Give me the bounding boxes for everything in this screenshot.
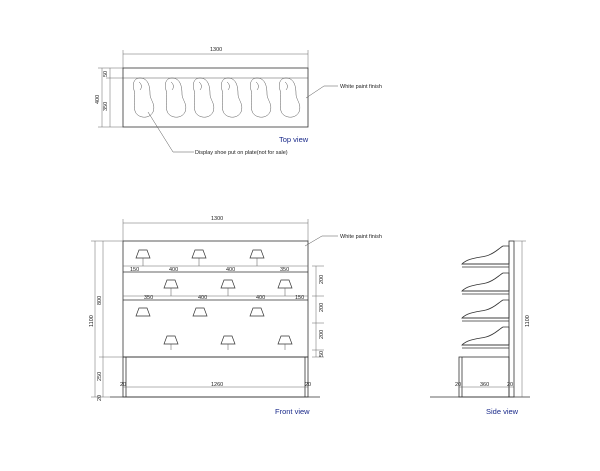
front-finish-leader <box>304 235 323 247</box>
front-base-dims: 20 1260 20 <box>120 382 311 388</box>
shoe-4 <box>221 77 243 118</box>
height-dim-1: 200 <box>319 275 325 284</box>
side-dim-left-label: 20 <box>455 382 461 388</box>
height-dim-4: 50 <box>319 351 325 357</box>
base-side-left-label: 20 <box>120 382 126 388</box>
base-side-right-label: 20 <box>305 382 311 388</box>
top-width-label: 1300 <box>210 47 222 53</box>
total-height-label: 1100 <box>89 315 95 327</box>
top-width-dimension: 1300 <box>122 47 309 68</box>
front-finish-note: White paint finish <box>340 234 382 240</box>
top-view: 1300 400 350 50 <box>95 47 382 156</box>
shoe-3 <box>193 77 215 118</box>
height-dim-3: 200 <box>319 330 325 339</box>
row1-dim-4: 350 <box>280 267 289 273</box>
side-view: 1100 20 360 20 Side view <box>430 240 531 416</box>
base-width-label: 1260 <box>211 382 223 388</box>
row2-dim-3: 400 <box>256 295 265 301</box>
top-shelf-outline <box>122 67 309 128</box>
row1-dim-1: 150 <box>130 267 139 273</box>
top-finish-note: White paint finish <box>340 84 382 90</box>
base-height-label: 250 <box>97 372 103 381</box>
side-base <box>458 356 510 398</box>
side-dim-right-label: 20 <box>507 382 513 388</box>
row2-dim-2: 400 <box>198 295 207 301</box>
floor-height-label: 20 <box>97 395 103 401</box>
side-base-dims: 20 360 20 <box>455 382 514 388</box>
row2-dim-1: 350 <box>144 295 153 301</box>
front-left-height-dims: 1100 800 250 20 <box>89 240 123 401</box>
upper-height-label: 800 <box>97 296 103 305</box>
top-finish-leader <box>305 85 325 99</box>
top-shoes <box>133 77 301 118</box>
front-row2-dims: 350 400 400 150 <box>123 295 308 301</box>
row1-dim-2: 400 <box>169 267 178 273</box>
front-row1-dims: 150 400 400 350 <box>123 265 308 273</box>
front-width-label: 1300 <box>211 216 223 222</box>
shoe-2 <box>165 77 187 118</box>
side-shelves <box>461 245 510 349</box>
height-dim-2: 200 <box>319 303 325 312</box>
shoe-6 <box>279 77 301 118</box>
top-view-title: Top view <box>279 135 309 144</box>
front-width-dimension: 1300 <box>122 216 309 241</box>
top-depth-dimensions: 400 350 50 <box>95 67 123 128</box>
top-shelf-label: 350 <box>103 102 109 111</box>
side-view-title: Side view <box>486 407 519 416</box>
shoe-1 <box>133 77 155 118</box>
front-lamps <box>135 249 293 350</box>
front-base <box>122 356 309 398</box>
side-height-dimension: 1100 <box>514 240 531 397</box>
side-backboard <box>508 240 515 398</box>
front-view: 1300 150 400 <box>89 216 382 416</box>
row1-dim-3: 400 <box>226 267 235 273</box>
top-shoe-note: Display shoe put on plate(not for sale) <box>195 150 288 156</box>
side-base-depth-label: 360 <box>480 382 489 388</box>
side-height-label: 1100 <box>525 315 531 327</box>
top-front-gap-label: 50 <box>103 71 109 77</box>
shoe-5 <box>250 77 272 118</box>
front-right-height-dims: 200 200 200 50 <box>312 265 325 358</box>
front-view-title: Front view <box>275 407 310 416</box>
row2-dim-4: 150 <box>295 295 304 301</box>
top-depth-label: 400 <box>95 95 101 104</box>
top-shoe-leader <box>147 111 174 153</box>
